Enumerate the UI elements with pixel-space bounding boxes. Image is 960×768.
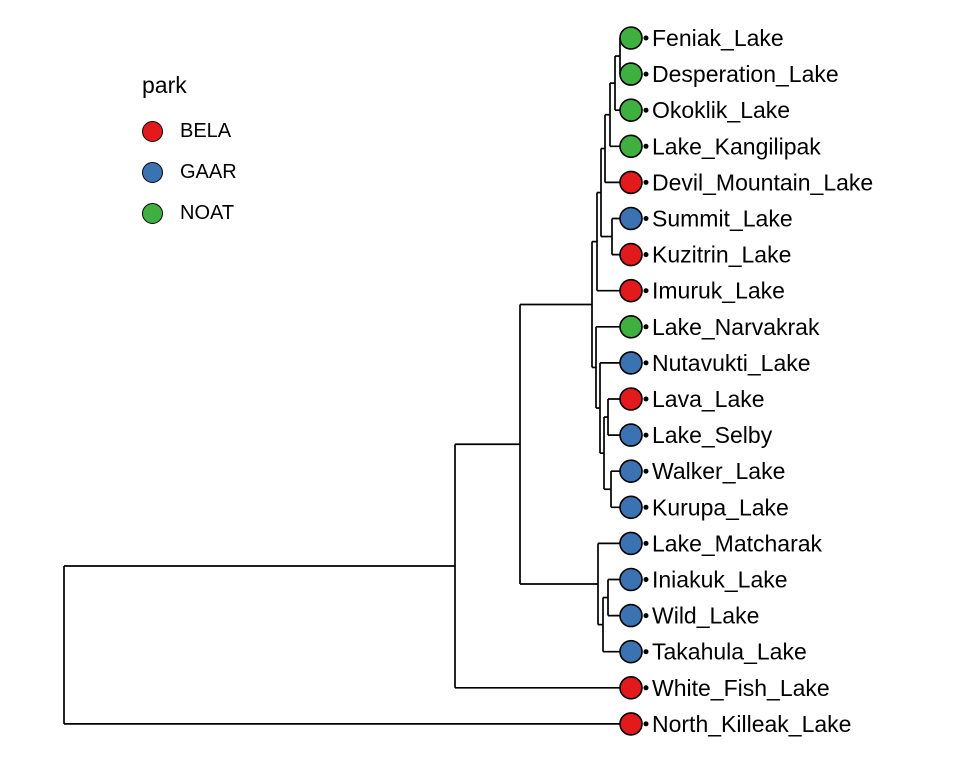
tip-point (643, 685, 649, 691)
tip-circle-noat (619, 62, 643, 86)
tip-circle-noat (619, 98, 643, 122)
tip-point (643, 324, 649, 330)
legend-label: BELA (180, 119, 232, 142)
tip-label: Kuzitrin_Lake (652, 242, 791, 268)
tip-circle-gaar (619, 459, 643, 484)
tip-circle-noat (619, 314, 643, 339)
tip-point (643, 179, 649, 185)
tip-label: Lake_Selby (652, 422, 773, 448)
legend: park BELA GAAR NOAT (142, 72, 237, 243)
tip-circle-bela (619, 712, 643, 736)
tip-point (643, 288, 649, 294)
tip-label: Takahula_Lake (652, 639, 807, 665)
legend-title: park (142, 72, 187, 98)
tip-circle-noat (619, 26, 643, 50)
tip-label: Lava_Lake (652, 386, 765, 412)
tip-circle-bela (619, 675, 643, 700)
tip-circle-gaar (619, 206, 643, 231)
tip-point (643, 107, 649, 113)
legend-swatch-noat (142, 202, 163, 224)
tip-label: Feniak_Lake (652, 25, 784, 51)
tip-label: Lake_Matcharak (652, 530, 823, 556)
tip-label: Wild_Lake (652, 603, 759, 629)
tip-point (643, 540, 649, 546)
tip-label: Summit_Lake (652, 206, 793, 232)
legend-items: BELA GAAR NOAT (142, 120, 237, 224)
tip-point (643, 721, 649, 727)
tip-label: Nutavukti_Lake (652, 350, 811, 376)
tip-label: North_Killeak_Lake (652, 711, 851, 737)
legend-label: NOAT (180, 201, 235, 224)
tip-circle-gaar (619, 567, 643, 592)
legend-swatch-gaar (142, 161, 163, 183)
tip-circle-noat (619, 134, 643, 159)
tip-circle-gaar (619, 495, 643, 520)
tip-point (643, 360, 649, 366)
tip-circle-gaar (619, 351, 643, 375)
tip-label: White_Fish_Lake (652, 675, 830, 701)
tip-label: Lake_Kangilipak (652, 133, 821, 159)
legend-item-noat: NOAT (142, 202, 237, 224)
tip-point (643, 468, 649, 474)
legend-item-gaar: GAAR (142, 161, 237, 183)
tip-point (643, 252, 649, 258)
legend-swatch-bela (142, 120, 163, 142)
tip-point (643, 504, 649, 510)
legend-item-bela: BELA (142, 120, 237, 142)
tip-circle-gaar (619, 639, 643, 664)
tip-circle-gaar (619, 423, 643, 447)
tip-circle-bela (619, 170, 643, 195)
tip-circle-bela (619, 242, 643, 267)
tip-point (643, 396, 649, 402)
tip-label: Iniakuk_Lake (652, 567, 788, 593)
tip-circle-bela (619, 387, 643, 411)
tip-label: Kurupa_Lake (652, 494, 789, 520)
tip-label: Okoklik_Lake (652, 97, 790, 123)
tip-point (643, 143, 649, 149)
tip-circle-gaar (619, 603, 643, 628)
tip-point (643, 35, 649, 41)
tip-point (643, 216, 649, 221)
tip-label: Lake_Narvakrak (652, 314, 820, 340)
tip-label: Walker_Lake (652, 458, 785, 484)
tip-point (643, 432, 649, 438)
tip-circle-gaar (619, 531, 643, 556)
tip-point (643, 613, 649, 619)
tip-label: Desperation_Lake (652, 61, 839, 87)
tip-label: Devil_Mountain_Lake (652, 169, 873, 195)
tip-circle-bela (619, 278, 643, 303)
legend-label: GAAR (180, 160, 237, 183)
tip-point (643, 71, 649, 77)
tip-label: Imuruk_Lake (652, 278, 785, 304)
tip-point (643, 577, 649, 582)
tip-point (643, 649, 649, 655)
